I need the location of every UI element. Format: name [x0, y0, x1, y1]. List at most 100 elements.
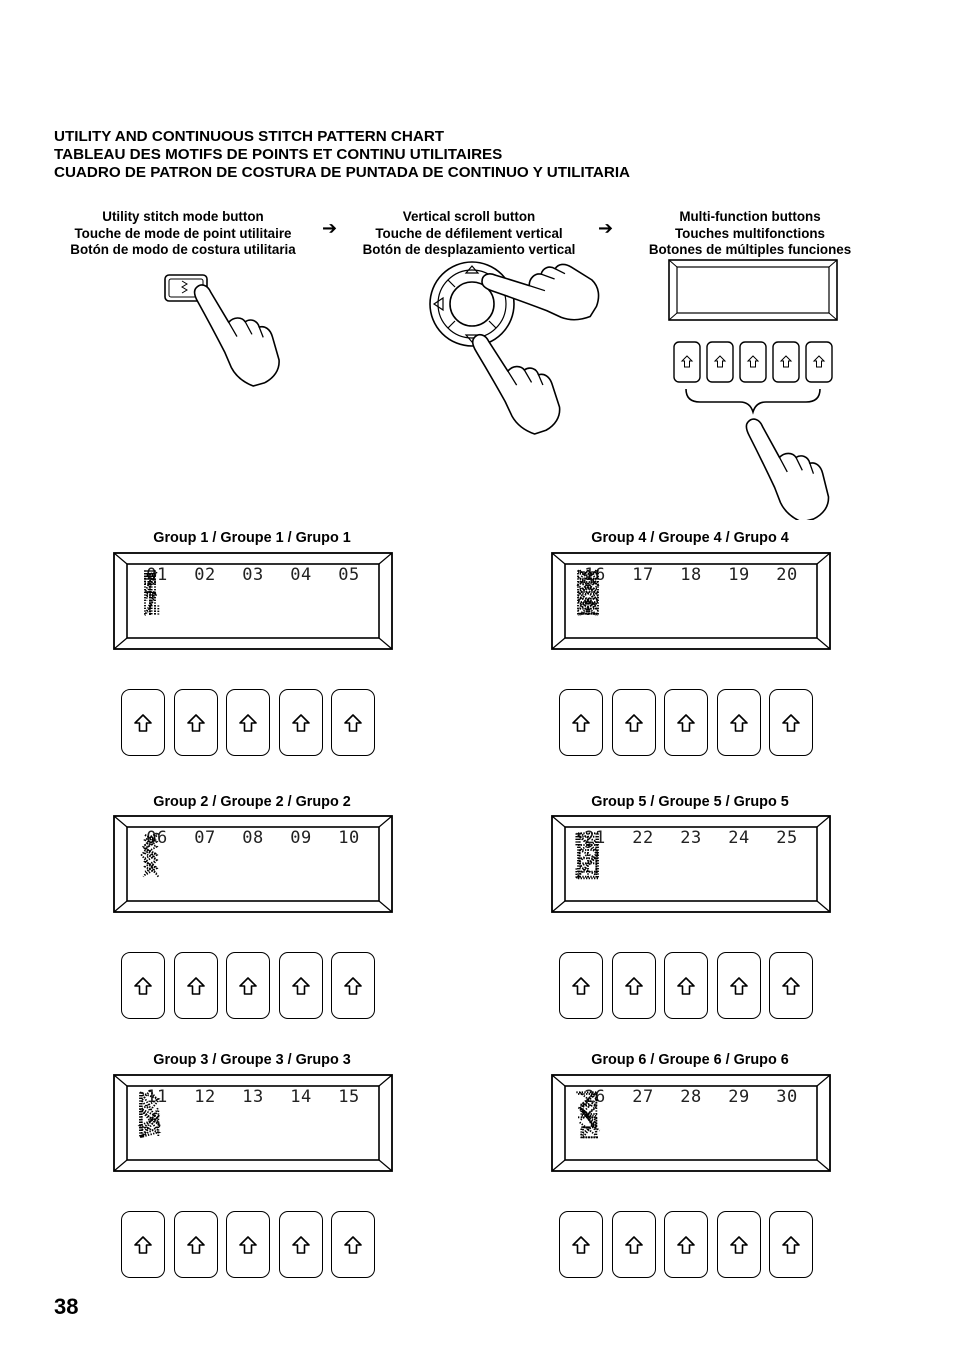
up-arrow-icon	[624, 713, 643, 732]
multi-function-button-4[interactable]	[278, 689, 323, 756]
pointing-hand-icon	[469, 317, 566, 445]
stitch-pattern-27: 27	[578, 1088, 665, 1158]
lcd-frame	[113, 815, 393, 913]
multi-function-button-3[interactable]	[226, 689, 270, 756]
pattern-number: 23	[680, 828, 702, 848]
page-number: 38	[54, 1294, 79, 1319]
stitch-06-icon	[143, 834, 159, 876]
multi-function-button-row	[559, 689, 813, 756]
stitch-pattern-10: 10	[143, 828, 371, 899]
up-arrow-icon	[291, 976, 310, 995]
stitch-pattern-07: 07	[144, 829, 227, 899]
multi-function-button-1[interactable]	[121, 689, 165, 756]
group-title: Group 3 / Groupe 3 / Grupo 3	[153, 1052, 351, 1068]
chart-titles: UTILITY AND CONTINUOUS STITCH PATTERN CH…	[54, 128, 630, 182]
group-title: Group 6 / Groupe 6 / Grupo 6	[591, 1052, 789, 1068]
pattern-number: 10	[338, 828, 360, 848]
pattern-number: 16	[584, 565, 606, 585]
step-vertical-scroll: Vertical scroll button Touche de défilem…	[362, 209, 576, 258]
up-arrow-icon	[729, 1235, 748, 1254]
pattern-number: 30	[776, 1087, 798, 1107]
pointing-hand-icon	[743, 405, 834, 520]
multi-function-button-3[interactable]	[664, 689, 708, 756]
small-multi-function-button	[772, 341, 800, 383]
up-arrow-icon	[729, 713, 748, 732]
pattern-number: 28	[680, 1087, 702, 1107]
multi-function-button-5[interactable]	[769, 1211, 813, 1278]
up-arrow-icon	[134, 1235, 152, 1254]
multi-function-button-1[interactable]	[121, 952, 165, 1019]
multi-function-button-2[interactable]	[173, 1211, 218, 1278]
multi-function-button-2[interactable]	[611, 952, 656, 1019]
up-arrow-icon	[134, 976, 152, 995]
stitch-08-icon	[140, 832, 160, 878]
multi-function-button-5[interactable]	[331, 689, 375, 756]
title-fr: TABLEAU DES MOTIFS DE POINTS ET CONTINU …	[54, 146, 503, 163]
group-title: Group 5 / Groupe 5 / Grupo 5	[591, 794, 789, 810]
stitch-pattern-13: 13	[140, 1088, 275, 1158]
pattern-number: 25	[776, 828, 798, 848]
up-arrow-icon	[713, 355, 727, 368]
step-utility-mode: Utility stitch mode button Touche de mod…	[70, 209, 296, 258]
up-arrow-icon	[572, 713, 590, 732]
lcd-frame	[551, 815, 831, 913]
stitch-21-icon	[575, 832, 600, 879]
multi-function-button-1[interactable]	[121, 1211, 165, 1278]
pattern-number: 18	[680, 565, 702, 585]
multi-function-button-4[interactable]	[278, 1211, 323, 1278]
step-arrow-icon: ➔	[598, 218, 614, 238]
multi-function-button-5[interactable]	[769, 952, 813, 1019]
pattern-number: 04	[290, 565, 312, 585]
stitch-pattern-29: 29	[579, 1088, 761, 1158]
up-arrow-icon	[291, 713, 310, 732]
up-arrow-icon	[344, 713, 362, 732]
stitch-30-icon	[577, 1091, 601, 1138]
up-arrow-icon	[186, 976, 205, 995]
multi-function-button-2[interactable]	[611, 689, 656, 756]
multi-function-button-4[interactable]	[716, 1211, 761, 1278]
stitch-10-icon	[143, 832, 159, 875]
up-arrow-icon	[680, 355, 694, 368]
stitch-pattern-15: 15	[137, 1087, 371, 1158]
multi-function-button-2[interactable]	[611, 1211, 656, 1278]
stitch-pattern-03: 03	[144, 566, 275, 636]
step-multi-function: Multi-function buttons Touches multifonc…	[648, 209, 852, 258]
multi-function-button-4[interactable]	[716, 952, 761, 1019]
lcd-frame	[551, 1074, 831, 1172]
lcd-frame	[113, 1074, 393, 1172]
pattern-number: 05	[338, 565, 360, 585]
multi-function-button-2[interactable]	[173, 689, 218, 756]
stitch-pattern-18: 18	[576, 565, 713, 636]
pointing-hand-icon	[191, 269, 285, 396]
multi-function-button-1[interactable]	[559, 1211, 603, 1278]
multi-function-button-2[interactable]	[173, 952, 218, 1019]
multi-function-button-1[interactable]	[559, 689, 603, 756]
up-arrow-icon	[624, 1235, 643, 1254]
multi-function-button-4[interactable]	[716, 689, 761, 756]
pattern-number: 02	[194, 565, 216, 585]
multi-function-button-3[interactable]	[226, 952, 270, 1019]
up-arrow-icon	[186, 713, 205, 732]
multi-function-button-3[interactable]	[226, 1211, 270, 1278]
multi-function-button-4[interactable]	[278, 952, 323, 1019]
multi-function-button-3[interactable]	[664, 1211, 708, 1278]
up-arrow-icon	[239, 976, 257, 995]
up-arrow-icon	[779, 355, 793, 368]
multi-function-button-5[interactable]	[331, 952, 375, 1019]
multi-function-button-row	[121, 1211, 375, 1278]
multi-function-button-5[interactable]	[331, 1211, 375, 1278]
multi-function-button-5[interactable]	[769, 689, 813, 756]
multi-function-button-1[interactable]	[559, 952, 603, 1019]
multi-function-button-3[interactable]	[664, 952, 708, 1019]
pattern-number: 08	[242, 828, 264, 848]
up-arrow-icon	[239, 1235, 257, 1254]
pattern-number: 15	[338, 1087, 360, 1107]
